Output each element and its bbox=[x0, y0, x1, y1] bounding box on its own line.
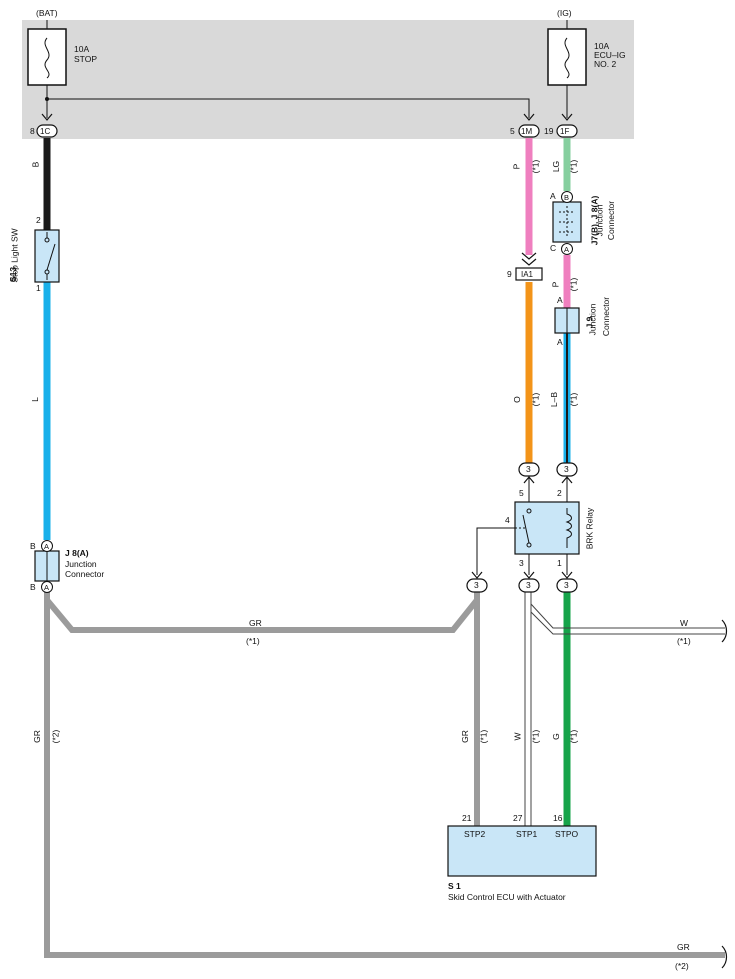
fuse-stop-name: STOP bbox=[74, 54, 97, 64]
wire-label-p: P bbox=[511, 163, 522, 170]
wire-note1-o: (*1) bbox=[530, 392, 541, 407]
wire-label-b: B bbox=[30, 161, 41, 168]
fuse-ecu-ig-icon bbox=[547, 28, 587, 86]
brk-pin4: 4 bbox=[505, 515, 510, 525]
wire-note1-gr-branch: (*1) bbox=[246, 636, 260, 646]
conn3-c: 3 bbox=[474, 580, 479, 590]
ecu-pin-num-27: 27 bbox=[513, 813, 523, 823]
ia1-code: IA1 bbox=[521, 270, 534, 279]
wire-label-gr-branch: GR bbox=[249, 618, 262, 628]
fuse-ecu-name1: ECU–IG bbox=[594, 50, 626, 60]
wire-label-gr-bottom: GR bbox=[677, 942, 690, 952]
j9-pin-a-bottom: A bbox=[557, 337, 563, 347]
connector-1c bbox=[36, 124, 58, 138]
wire-label-lg: LG bbox=[551, 160, 562, 173]
connector-1f-pin: 19 bbox=[544, 126, 554, 136]
power-source-panel bbox=[22, 20, 634, 139]
ecu-pin-stp2: STP2 bbox=[464, 829, 486, 839]
wire-gr-trunk bbox=[44, 592, 725, 958]
ecu-pin-num-16: 16 bbox=[553, 813, 563, 823]
connector-1c-pin: 8 bbox=[30, 126, 35, 136]
wire-label-o: O bbox=[511, 396, 522, 403]
connector-1f bbox=[556, 124, 578, 138]
s13-name: Stop Light SW bbox=[9, 228, 20, 283]
wire-note2-bottom: (*2) bbox=[675, 961, 689, 971]
wire-note2-left: (*2) bbox=[50, 729, 61, 744]
fuse-ecu-rating: 10A bbox=[594, 41, 610, 51]
connector-1m-code: 1M bbox=[521, 127, 533, 136]
s13-pin-top: 2 bbox=[36, 215, 41, 225]
fuse-ecu-name2: NO. 2 bbox=[594, 59, 617, 69]
connector-1m bbox=[518, 124, 540, 138]
j9-pin-a-top: A bbox=[557, 295, 563, 305]
ecu-pin-num-21: 21 bbox=[462, 813, 472, 823]
connector-1m-pin: 5 bbox=[510, 126, 515, 136]
j9-name2: Connector bbox=[601, 296, 612, 337]
connector-3-group bbox=[466, 462, 578, 593]
wire-label-w: W bbox=[512, 732, 523, 741]
s13-pin-bottom: 1 bbox=[36, 283, 41, 293]
stop-light-switch bbox=[34, 229, 60, 283]
skid-control-ecu bbox=[447, 825, 597, 877]
brk-pin2: 2 bbox=[557, 488, 562, 498]
wire-note1-p: (*1) bbox=[530, 159, 541, 174]
bat-label: (BAT) bbox=[36, 8, 58, 18]
fuse-stop-rating: 10A bbox=[74, 44, 90, 54]
j7-b: B bbox=[564, 193, 570, 202]
conn3-b: 3 bbox=[564, 464, 569, 474]
j8a-name2: Connector bbox=[65, 569, 105, 579]
wire-note1-gr-mid: (*1) bbox=[478, 729, 489, 744]
wire-note1-lb: (*1) bbox=[568, 392, 579, 407]
ecu-pin-stp1: STP1 bbox=[516, 829, 538, 839]
wire-note1-w: (*1) bbox=[530, 729, 541, 744]
j8a-a-bottom: A bbox=[44, 583, 50, 592]
wire-label-l: L bbox=[29, 397, 40, 402]
ecu-code: S 1 bbox=[448, 881, 461, 891]
ecu-name: Skid Control ECU with Actuator bbox=[448, 892, 566, 902]
j8a-a-top: A bbox=[44, 542, 50, 551]
j7-name1: Junction bbox=[594, 204, 605, 237]
brk-name: BRK Relay bbox=[584, 507, 595, 550]
wire-label-p2: P bbox=[550, 281, 561, 288]
wire-note1-w-right: (*1) bbox=[677, 636, 691, 646]
conn3-d: 3 bbox=[526, 580, 531, 590]
j7-name2: Connector bbox=[606, 200, 617, 241]
j7-pin-a: A bbox=[550, 191, 556, 201]
brk-pin5: 5 bbox=[519, 488, 524, 498]
ecu-pin-stpo: STPO bbox=[555, 829, 579, 839]
wire-note1-p2: (*1) bbox=[568, 277, 579, 292]
j7-pin-c: C bbox=[550, 243, 557, 253]
brk-pin1: 1 bbox=[557, 558, 562, 568]
j8a-name1: Junction bbox=[65, 559, 97, 569]
j7-a: A bbox=[564, 245, 570, 254]
wire-gr-branch bbox=[44, 598, 480, 633]
brk-pin3: 3 bbox=[519, 558, 524, 568]
j8a-pin-b-bottom: B bbox=[30, 582, 36, 592]
wire-label-w-right: W bbox=[680, 618, 689, 628]
connector-1f-code: 1F bbox=[560, 127, 570, 136]
conn3-e: 3 bbox=[564, 580, 569, 590]
j8a-pin-b-top: B bbox=[30, 541, 36, 551]
fuse-stop-icon bbox=[27, 28, 67, 86]
j8a-code: J 8(A) bbox=[65, 548, 89, 558]
connector-1c-code: 1C bbox=[40, 127, 51, 136]
ia1-pin: 9 bbox=[507, 269, 512, 279]
ig-label: (IG) bbox=[557, 8, 572, 18]
wire-label-gr-mid: GR bbox=[459, 730, 470, 743]
connector-ia1 bbox=[515, 267, 543, 281]
wire-label-g: G bbox=[550, 733, 561, 740]
wire-note1-lg: (*1) bbox=[568, 159, 579, 174]
wire-label-lb: L–B bbox=[549, 391, 560, 408]
j9-name1: Junction bbox=[587, 303, 598, 336]
conn3-a: 3 bbox=[526, 464, 531, 474]
wire-note1-g: (*1) bbox=[568, 729, 579, 744]
wire-label-gr-left: GR bbox=[31, 730, 42, 743]
